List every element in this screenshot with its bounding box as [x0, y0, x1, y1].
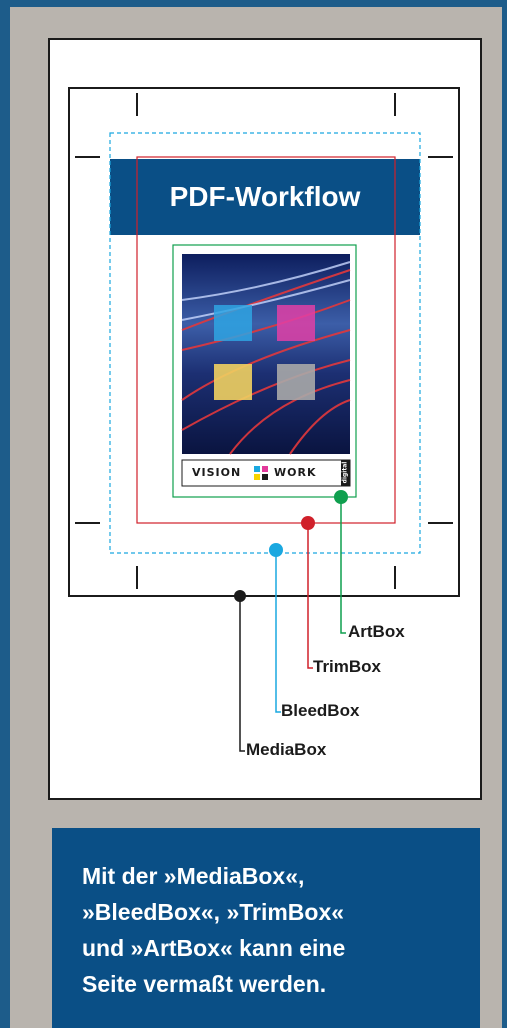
- mediabox-rect: [68, 87, 460, 597]
- logo-text-side: digital: [341, 461, 349, 484]
- caption-text: Mit der »MediaBox«, »BleedBox«, »TrimBox…: [82, 863, 346, 997]
- logo-text-right: WORK: [274, 466, 317, 479]
- caption-box: [52, 828, 480, 1028]
- bleedbox-rect: [109, 132, 421, 554]
- bleedbox-label: BleedBox: [281, 701, 360, 720]
- trimbox-rect: [136, 156, 396, 524]
- mediabox-label: MediaBox: [246, 740, 327, 759]
- artbox-label: ArtBox: [348, 622, 405, 641]
- title-band: [110, 159, 420, 235]
- artbox-dot: [334, 490, 348, 504]
- bleedbox-dot: [269, 543, 283, 557]
- cover-image: [181, 254, 351, 455]
- mediabox-dot: [234, 590, 246, 602]
- crop-marks: [75, 93, 453, 589]
- trimbox-label: TrimBox: [313, 657, 382, 676]
- diagram-title: PDF-Workflow: [169, 181, 361, 212]
- trimbox-dot: [301, 516, 315, 530]
- logo-text-left: VISION: [192, 466, 242, 479]
- cover-logo: [181, 459, 351, 487]
- artbox-rect: [172, 244, 357, 498]
- leader-lines: [239, 497, 346, 752]
